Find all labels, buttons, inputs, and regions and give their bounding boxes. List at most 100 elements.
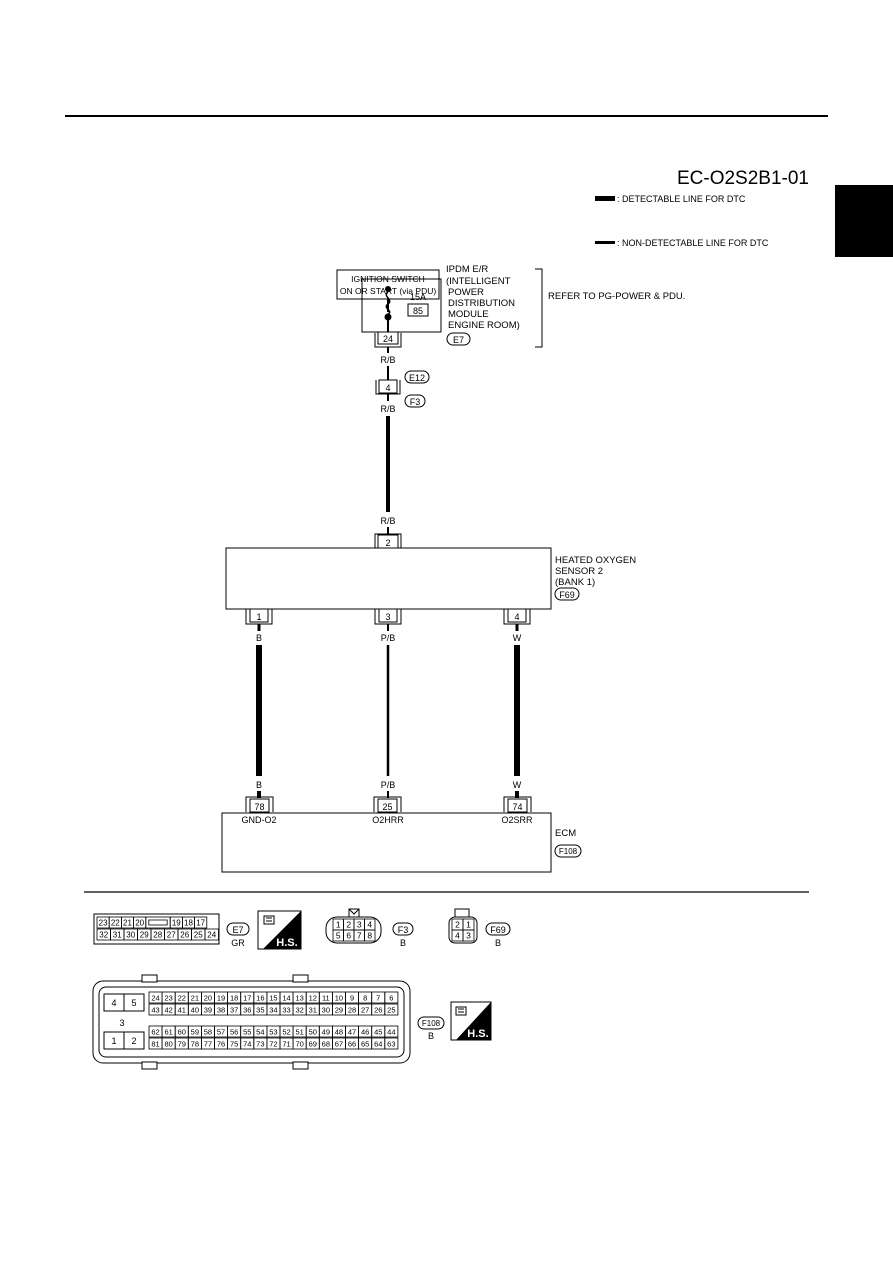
legend-nondetectable-label: : NON-DETECTABLE LINE FOR DTC <box>617 238 769 248</box>
f108-pin: 76 <box>217 1040 225 1049</box>
e7-pin: 24 <box>207 931 216 940</box>
ecm-pin-o2srr: O2SRR <box>501 815 533 825</box>
sensor-label-line2: SENSOR 2 <box>555 566 603 577</box>
f108-pin: 51 <box>295 1028 303 1037</box>
f108-pin: 61 <box>164 1028 172 1037</box>
f108-pin: 65 <box>361 1040 369 1049</box>
joint-terminal-box <box>378 379 398 394</box>
f108-pin: 35 <box>256 1006 264 1015</box>
legend-nondetectable-swatch <box>595 241 615 244</box>
f108-pin: 57 <box>217 1028 225 1037</box>
f108-pin: 62 <box>151 1028 159 1037</box>
joint-conn-bottom: F3 <box>410 397 421 407</box>
f108-pin: 19 <box>217 994 225 1003</box>
f108-pin: 27 <box>361 1006 369 1015</box>
sensor-terminal-1-group: 1 <box>245 608 273 625</box>
f108-pin: 45 <box>374 1028 382 1037</box>
f108-pin: 49 <box>322 1028 330 1037</box>
sensor-terminal-3-group: 3 <box>374 608 402 625</box>
ecm-terminal-78-box <box>249 798 270 813</box>
section-tab <box>835 185 893 257</box>
f108-pin: 16 <box>256 994 264 1003</box>
sensor-connector-badge <box>554 587 580 601</box>
sensor-terminal-3-box <box>378 608 398 623</box>
e7-id: E7 <box>232 925 243 935</box>
e7-pin: 26 <box>180 931 189 940</box>
hs-icon-1: H.S. <box>257 910 302 950</box>
fuse-top-terminal <box>385 286 391 292</box>
joint-conn-top-badge <box>404 370 430 384</box>
sensor-terminal-1: 1 <box>256 612 261 622</box>
f108-pin: 72 <box>269 1040 277 1049</box>
f108-pin: 68 <box>322 1040 330 1049</box>
fuse-amps: 15A <box>410 292 426 302</box>
f108-latch-bottom-left <box>141 1061 158 1070</box>
ecm-terminal-74-box <box>507 798 528 813</box>
f108-pin: 75 <box>230 1040 238 1049</box>
f3-key <box>348 908 360 918</box>
ipdm-label-line5: MODULE <box>448 309 489 320</box>
e7-pin: 27 <box>167 931 176 940</box>
e7-pin: 31 <box>113 931 122 940</box>
f108-pin: 74 <box>243 1040 251 1049</box>
f108-pin: 69 <box>309 1040 317 1049</box>
f108-pin: 77 <box>204 1040 212 1049</box>
f108-id: F108 <box>422 1019 441 1028</box>
ecm-terminal-74-bracket <box>503 796 532 812</box>
ipdm-label-line2: (INTELLIGENT <box>446 276 511 287</box>
ecm-connector-id: F108 <box>559 847 578 856</box>
ipdm-bracket <box>535 268 543 348</box>
f108-pin: 6 <box>389 994 393 1003</box>
f108-pin: 18 <box>230 994 238 1003</box>
sensor-label-line1: HEATED OXYGEN <box>555 555 636 566</box>
f69-pin-box <box>462 929 475 942</box>
f69-key <box>454 908 470 918</box>
f3-pin: 2 <box>346 920 351 930</box>
f108-pin: 48 <box>335 1028 343 1037</box>
f108-pin: 66 <box>348 1040 356 1049</box>
f108-latch-top-left <box>141 974 158 983</box>
f108-pin: 56 <box>230 1028 238 1037</box>
f108-pin: 52 <box>282 1028 290 1037</box>
ipdm-label-line6: ENGINE ROOM) <box>448 320 520 331</box>
wire-color-w-top: W <box>513 633 522 643</box>
f108-pin: 7 <box>376 994 380 1003</box>
f108-pin: 20 <box>204 994 212 1003</box>
f108-pin: 80 <box>164 1040 172 1049</box>
f108-pin: 67 <box>335 1040 343 1049</box>
f69-color: B <box>495 938 501 948</box>
e7-pin: 20 <box>135 919 144 928</box>
e7-pin: 25 <box>194 931 203 940</box>
f69-badge <box>485 922 511 936</box>
ecm-label: ECM <box>555 828 576 839</box>
f69-id: F69 <box>490 925 506 935</box>
f108-inner <box>98 986 405 1058</box>
sensor-terminal-4-group: 4 <box>503 608 531 625</box>
f108-pin: 32 <box>295 1006 303 1015</box>
f108-pin: 30 <box>322 1006 330 1015</box>
ipdm-label-line1: IPDM E/R <box>446 264 488 275</box>
f108-pin: 44 <box>387 1028 395 1037</box>
f108-pin: 78 <box>191 1040 199 1049</box>
sensor-box <box>225 547 552 610</box>
joint-conn-top: E12 <box>409 373 425 383</box>
wire-color-b-top: B <box>256 633 262 643</box>
f108-pin: 55 <box>243 1028 251 1037</box>
f108-pin-4: 4 <box>111 998 116 1008</box>
f108-pin: 46 <box>361 1028 369 1037</box>
f3-color: B <box>400 938 406 948</box>
e7-blank-slot <box>145 916 171 929</box>
e7-pin: 22 <box>111 919 120 928</box>
f108-pin: 13 <box>295 994 303 1003</box>
e7-pin-box <box>194 916 208 929</box>
f108-pin: 8 <box>363 994 367 1003</box>
f3-badge <box>392 922 414 936</box>
f108-pin: 38 <box>217 1006 225 1015</box>
ipdm-label-line3: POWER <box>448 287 484 298</box>
fuse-icon <box>385 291 391 315</box>
